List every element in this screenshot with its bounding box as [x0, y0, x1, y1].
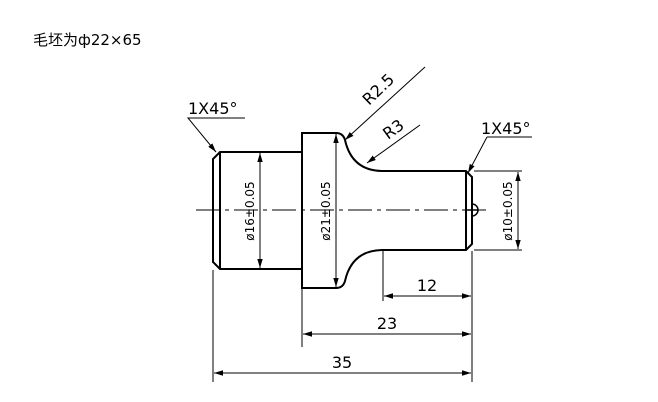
length-12-label: 12: [417, 276, 437, 295]
leader-lines: [186, 66, 532, 173]
length-35-label: 35: [332, 353, 352, 372]
radius-small-label: R3: [379, 115, 407, 143]
diameter-16-label: ø16±0.05: [243, 181, 257, 240]
dimension-lines: [214, 134, 521, 376]
extension-lines: [212, 170, 522, 382]
length-23-label: 23: [377, 314, 397, 333]
radius-large-label: R2.5: [359, 70, 398, 109]
diameter-10-label: ø10±0.05: [501, 181, 515, 240]
center-hole: [466, 203, 479, 217]
chamfer-left-label: 1X45°: [188, 99, 238, 118]
diameter-21-label: ø21±0.05: [319, 181, 333, 240]
blank-stock-caption: 毛坯为ф22×65: [33, 31, 142, 49]
chamfer-right-label: 1X45°: [481, 119, 531, 138]
